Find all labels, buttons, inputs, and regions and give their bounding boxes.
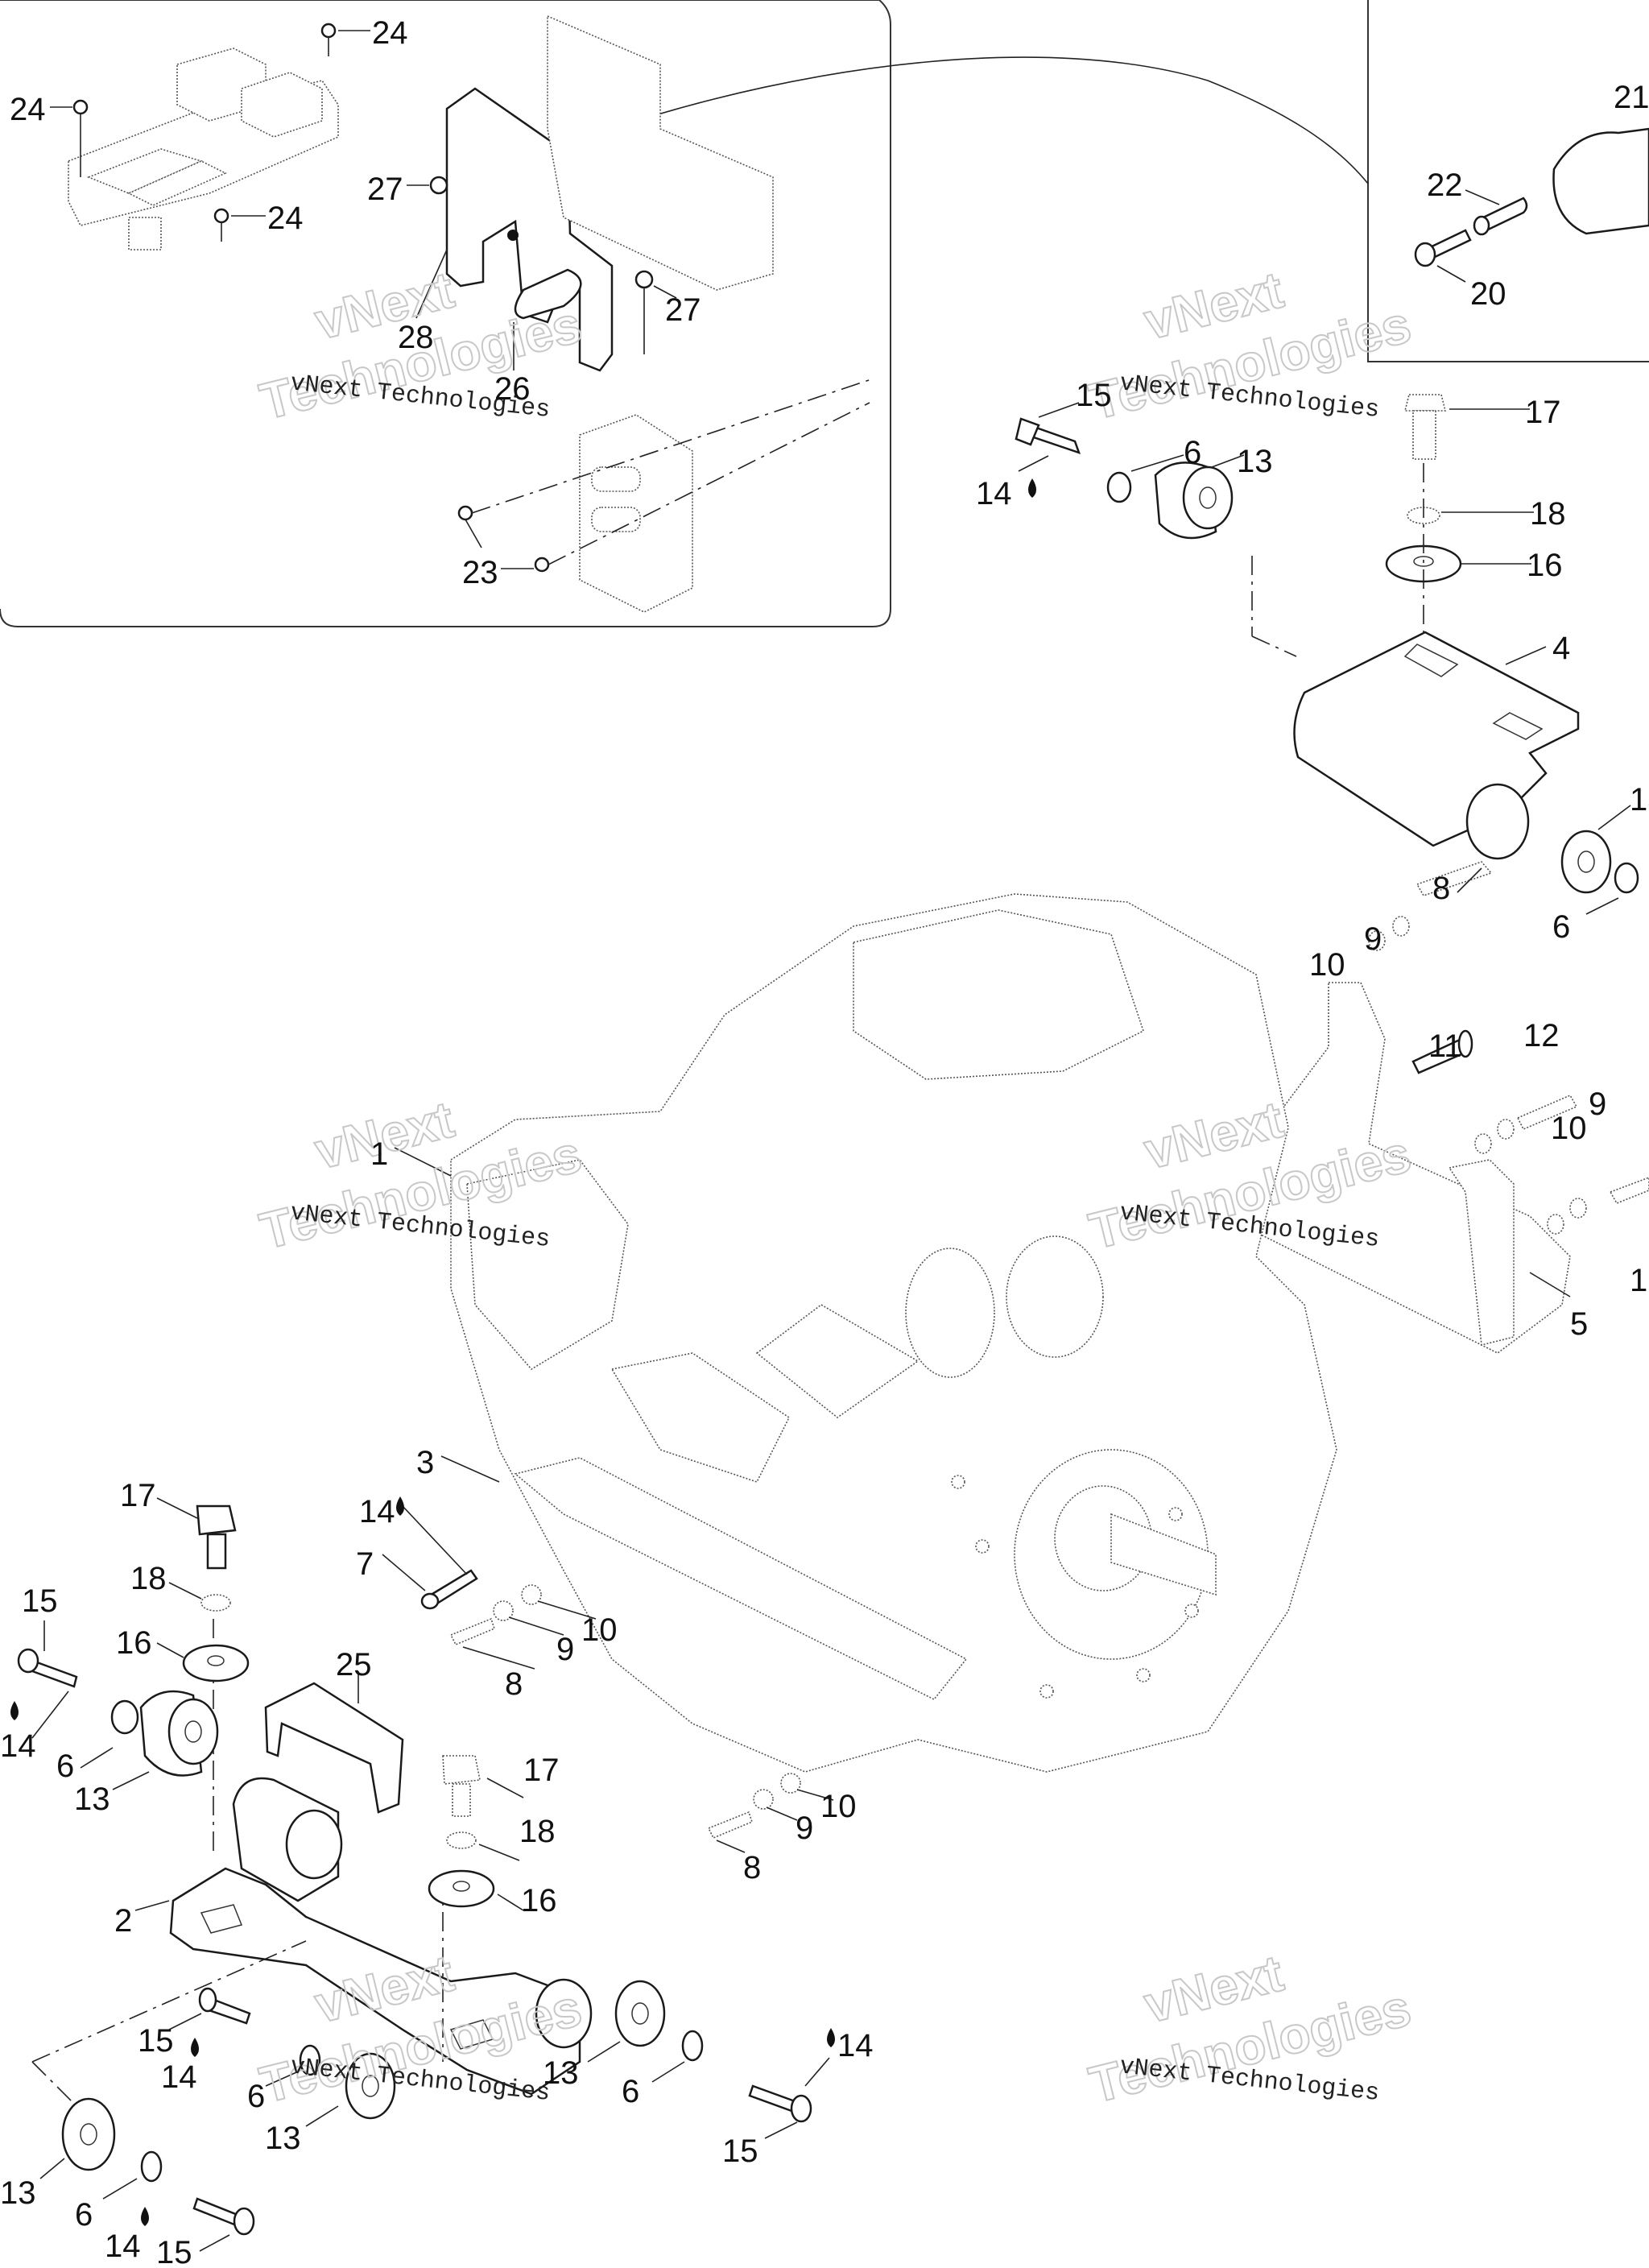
callout: 10 <box>581 1612 618 1648</box>
callout: 17 <box>523 1753 560 1788</box>
callout: 15 <box>1076 378 1112 413</box>
drop-icon <box>191 2038 199 2057</box>
callout: 15 <box>156 2235 192 2268</box>
callout: 5 <box>1570 1306 1588 1342</box>
callout: 28 <box>398 320 434 355</box>
callout: 3 <box>416 1445 434 1480</box>
callout: 16 <box>1527 548 1563 583</box>
callout: 1 <box>370 1136 388 1172</box>
fasteners-7-8-9-10 <box>382 1505 834 1853</box>
bushings-bottom <box>39 1980 830 2252</box>
fuse-box <box>68 48 339 250</box>
callout: 14 <box>976 476 1012 511</box>
callout: 17 <box>1525 395 1561 430</box>
callout: 16 <box>116 1625 152 1661</box>
callout: 24 <box>267 201 304 236</box>
bracket-5-and-fasteners <box>1206 861 1649 1354</box>
callout: 14 <box>161 2059 197 2095</box>
callout: 21 <box>1614 80 1649 115</box>
callout: 2 <box>114 1903 132 1939</box>
mount-bracket-2 <box>31 1619 593 2111</box>
callout: 12 <box>1523 1018 1560 1053</box>
callout: 9 <box>796 1811 813 1846</box>
callout: 14 <box>105 2229 141 2264</box>
drop-icon <box>827 2028 835 2047</box>
callout: 13 <box>74 1782 110 1817</box>
bolt-17-washer-18-16-center <box>428 1755 524 1911</box>
callout: 13 <box>0 2175 36 2211</box>
engine-assembly <box>450 893 1337 1773</box>
callout: 9 <box>1589 1086 1606 1122</box>
callout: 10 <box>820 1789 857 1824</box>
callout: 6 <box>247 2079 265 2114</box>
callout-labels: 24 24 24 27 27 28 26 23 21 22 20 15 14 6… <box>0 15 1649 2268</box>
bushing-13-bolt-15-top <box>1015 402 1245 540</box>
callout: 6 <box>56 1749 74 1784</box>
callout: 8 <box>1432 871 1450 906</box>
callout: 23 <box>462 555 498 590</box>
bushing-13-right <box>1560 805 1639 915</box>
callout: 9 <box>1364 921 1382 957</box>
sealant-drop-icons <box>10 478 1036 2226</box>
callout: 20 <box>1470 276 1506 312</box>
callout: 13 <box>265 2121 301 2156</box>
callout: 14 <box>0 1728 36 1764</box>
callout: 7 <box>356 1546 374 1582</box>
callout: 13 <box>1630 782 1649 817</box>
bolt-17-washer-18-16-top <box>1385 394 1534 636</box>
callout: 10 <box>1551 1111 1587 1146</box>
callout: 6 <box>1184 435 1201 470</box>
callout: 22 <box>1427 168 1463 203</box>
callout: 14 <box>837 2028 874 2063</box>
inset-frame-detail <box>1367 0 1649 362</box>
drop-icon <box>1028 478 1036 498</box>
callout: 18 <box>1530 496 1566 532</box>
drop-icon <box>10 1701 19 1720</box>
bolt-24-group <box>50 23 370 242</box>
inset-frame-electrical <box>0 0 891 627</box>
callout: 4 <box>1552 631 1570 666</box>
bushing-13-bolt-15-left <box>17 1620 219 1790</box>
callout: 10 <box>1309 947 1345 983</box>
callout: 17 <box>120 1478 156 1513</box>
watermark-2: vNext Technologies vNext Technologies <box>1083 259 1417 431</box>
callout: 6 <box>75 2197 93 2233</box>
mount-bracket-4 <box>1251 556 1580 860</box>
nut-27-group <box>407 176 677 354</box>
callout: 26 <box>494 371 531 407</box>
watermark-6: vNext Technologies vNext Technologies <box>1083 1943 1417 2114</box>
callout: 15 <box>138 2023 174 2059</box>
callout: 24 <box>10 92 46 127</box>
callout: 6 <box>622 2074 639 2109</box>
callout: 27 <box>367 172 403 207</box>
bracket-25 <box>264 1671 404 1814</box>
drop-icon <box>141 2207 149 2226</box>
callout: 11 <box>1428 1028 1462 1064</box>
callout: 15 <box>722 2133 758 2169</box>
callout: 16 <box>521 1883 557 1918</box>
detail-reference-curve <box>611 56 1369 184</box>
callout: 15 <box>22 1583 58 1619</box>
callout: 9 <box>556 1632 574 1667</box>
detail-clip-assembly <box>1414 127 1649 283</box>
callout: 1 <box>1630 1263 1647 1298</box>
ecm-module <box>457 378 874 613</box>
callout: 13 <box>543 2055 579 2091</box>
callout: 13 <box>1237 444 1273 479</box>
callout: 8 <box>743 1850 761 1885</box>
drop-icon <box>396 1496 404 1516</box>
bolt-17-washer-18-16-left <box>156 1497 250 1682</box>
callout: 25 <box>336 1647 372 1682</box>
callout: 14 <box>359 1494 395 1529</box>
callout: 18 <box>519 1814 556 1849</box>
callout: 6 <box>1552 909 1570 945</box>
callout: 18 <box>130 1561 167 1596</box>
ecm-bracket <box>445 14 774 372</box>
callout: 27 <box>665 292 701 328</box>
callout: 24 <box>372 15 408 51</box>
callout: 8 <box>505 1666 523 1702</box>
